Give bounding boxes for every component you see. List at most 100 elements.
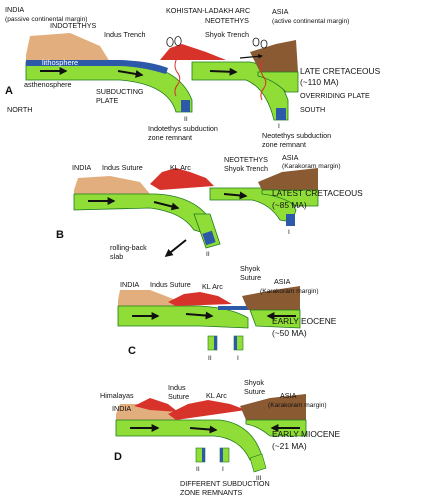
asia-crust-d <box>240 394 306 420</box>
label-lithosphere-a: lithosphere <box>42 58 78 67</box>
label-age-value-d: (~21 MA) <box>272 441 307 451</box>
label-shyok-2-c: Suture <box>240 273 261 282</box>
label-asia-sub-b: (Karakoram margin) <box>282 163 341 170</box>
label-neotethys-a: NEOTETHYS <box>205 16 249 25</box>
india-slab-d <box>115 419 263 461</box>
label-plate-a: PLATE <box>96 96 118 105</box>
india-crust-a <box>26 33 110 62</box>
panel-b: B INDIA Indus Suture KL Arc NEOTETHYS Sh… <box>56 153 363 261</box>
asia-crust-b <box>258 168 318 190</box>
label-age-value-b: (~85 MA) <box>272 200 307 210</box>
label-kohistan-arc-a: KOHISTAN-LADAKH ARC <box>166 6 250 15</box>
label-south-a: SOUTH <box>300 105 325 114</box>
label-age-title-b: LATEST CRETACEOUS <box>272 188 363 198</box>
label-neotethys-b: NEOTETHYS <box>224 155 268 164</box>
label-shyok-trench-a: Shyok Trench <box>205 30 249 39</box>
label-overriding-a: OVERRIDING PLATE <box>300 91 370 100</box>
label-remnant-i-2-a: zone remnant <box>262 140 306 149</box>
label-subducting-a: SUBDUCTING <box>96 87 144 96</box>
label-indotethys-a: INDOTETHYS <box>50 21 97 30</box>
india-crust-c <box>118 290 176 306</box>
label-kl-arc-b: KL Arc <box>170 163 191 172</box>
plate-arrow-a2 <box>117 70 144 78</box>
label-asthenosphere-a: asthenosphere <box>24 80 72 89</box>
remnant-iii-d <box>249 453 267 473</box>
label-remnant-iii-d: III <box>256 475 262 482</box>
rollback-arrow-b <box>164 239 187 257</box>
label-age-value-a: (~110 MA) <box>300 77 339 87</box>
label-india-b: INDIA <box>72 163 91 172</box>
asia-mantle-b <box>261 189 319 207</box>
label-indus-1-d: Indus <box>168 383 186 392</box>
label-asia-sub-c: (Karakoram margin) <box>260 288 319 295</box>
india-crust-b <box>74 176 150 194</box>
label-kl-arc-c: KL Arc <box>202 282 223 291</box>
plate-arrow-c2 <box>185 311 214 320</box>
label-north-a: NORTH <box>7 105 32 114</box>
label-shyok-2-d: Suture <box>244 387 265 396</box>
label-remnant-i-1-a: Neotethys subduction <box>262 131 331 140</box>
remnant-i-blue-c <box>234 336 237 350</box>
label-india-c: INDIA <box>120 280 139 289</box>
label-remnant-ii-d: II <box>196 466 200 473</box>
label-kl-arc-d: KL Arc <box>206 391 227 400</box>
remnant-ii-blue-d <box>202 448 205 462</box>
label-indus-trench-a: Indus Trench <box>104 30 146 39</box>
plate-arrow-a3 <box>209 67 238 76</box>
label-shyok-1-c: Shyok <box>240 264 260 273</box>
label-asia-c: ASIA <box>274 277 291 286</box>
plate-arrow-b2 <box>153 201 180 211</box>
label-remnant-ii-num-a: II <box>184 116 188 123</box>
himalaya-wedge-d <box>134 398 178 412</box>
kl-arc-d <box>168 400 246 420</box>
label-age-title-d: EARLY MIOCENE <box>272 429 341 439</box>
label-indus-suture-c: Indus Suture <box>150 280 191 289</box>
label-india-a: INDIA <box>5 5 24 14</box>
label-asia-b: ASIA <box>282 153 299 162</box>
plate-arrow-d2 <box>189 425 218 434</box>
remnant-ii-b <box>202 230 216 246</box>
label-caption-1-d: DIFFERENT SUBDUCTION <box>180 479 270 488</box>
label-himalayas-d: Himalayas <box>100 391 134 400</box>
label-remnant-i-b: I <box>288 229 290 236</box>
remnant-i-a <box>276 108 286 120</box>
kl-arc-c <box>168 292 232 306</box>
panel-d: D Himalayas INDIA Indus Suture KL Arc Sh… <box>100 378 341 497</box>
remnant-ii-a <box>181 100 190 112</box>
label-india-sub-a: (passive continental margin) <box>5 16 87 23</box>
panel-a: A INDIA (passive continental margin) IND… <box>5 5 381 149</box>
remnant-i-blue-d <box>220 448 223 462</box>
panel-letter-c: C <box>128 345 136 357</box>
label-shyok-1-d: Shyok <box>244 378 264 387</box>
asia-mantle-c <box>249 309 301 329</box>
panel-letter-d: D <box>114 451 122 463</box>
label-age-title-c: EARLY EOCENE <box>272 316 337 326</box>
label-remnant-i-c: I <box>237 355 239 362</box>
label-remnant-ii-1-a: Indotethys subduction <box>148 124 218 133</box>
label-asia-a: ASIA <box>272 7 289 16</box>
plate-arrow-b3 <box>223 191 248 200</box>
panel-c: C INDIA Indus Suture KL Arc Shyok Suture… <box>117 264 337 362</box>
label-remnant-ii-b: II <box>206 251 210 258</box>
asia-crust-c <box>242 286 300 310</box>
label-caption-2-d: ZONE REMNANTS <box>180 488 243 497</box>
label-asia-sub-a: (active continental margin) <box>272 18 349 25</box>
label-rolling-1-b: rolling-back <box>110 243 147 252</box>
label-remnant-i-num-a: I <box>278 123 280 130</box>
label-india-d: INDIA <box>112 404 131 413</box>
label-age-title-a: LATE CRETACEOUS <box>300 66 381 76</box>
label-remnant-ii-c: II <box>208 355 212 362</box>
remnant-ii-blue-c <box>214 336 217 350</box>
label-indus-suture-b: Indus Suture <box>102 163 143 172</box>
label-indus-2-d: Suture <box>168 392 189 401</box>
magma-path-a1 <box>174 57 181 97</box>
label-rolling-2-b: slab <box>110 252 123 261</box>
lithosphere-band-a <box>26 60 168 74</box>
asia-mantle-a <box>257 71 299 93</box>
label-asia-d: ASIA <box>280 391 297 400</box>
volcano-icon <box>166 36 268 49</box>
remnant-i-b <box>286 214 295 226</box>
label-remnant-i-d: I <box>222 466 224 473</box>
magma-path-a2 <box>260 59 267 101</box>
